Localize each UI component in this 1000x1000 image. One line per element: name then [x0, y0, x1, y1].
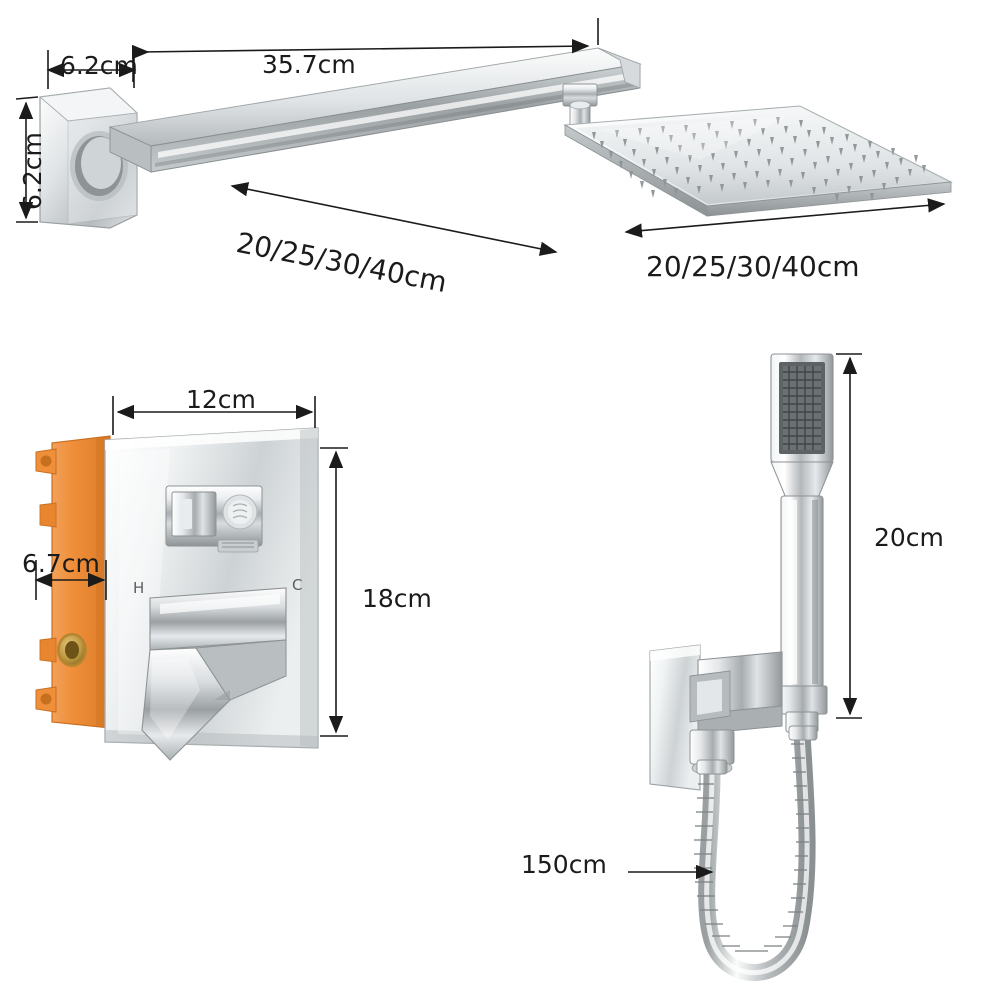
top-dimension-lines: [15, 18, 946, 256]
wand-nozzle-grid: [783, 366, 821, 450]
shower-arm: [108, 47, 642, 173]
hand-shower-dimension-lines: [628, 353, 862, 880]
label-plate-height: 6.2cm: [18, 132, 47, 210]
square-rain-shower-head: [563, 105, 953, 217]
shower-head-assembly: [38, 47, 953, 229]
hand-shower-assembly: [649, 353, 834, 982]
label-valve-width: 12cm: [186, 385, 256, 414]
hot-mark-text: H: [133, 579, 144, 597]
label-hose-length: 150cm: [521, 850, 607, 879]
flexible-metal-hose: [694, 725, 818, 982]
valve-dimension-lines: [34, 396, 348, 737]
label-wand-length: 20cm: [874, 523, 944, 552]
label-valve-depth: 6.7cm: [22, 549, 100, 578]
hand-shower-wand: [770, 353, 834, 733]
label-arm-length: 35.7cm: [262, 50, 356, 79]
rough-in-valve-body: [35, 435, 111, 729]
shower-arm-swivel: [562, 83, 598, 129]
label-head-size-right: 20/25/30/40cm: [646, 250, 860, 283]
diverter-knob: [165, 485, 263, 553]
hand-shower-wall-holder: [649, 644, 783, 791]
mixer-lever-handle: [141, 587, 287, 761]
cold-mark-text: C: [292, 576, 302, 594]
label-arm-offset: 6.2cm: [60, 51, 138, 80]
label-valve-height: 18cm: [362, 584, 432, 613]
concealed-valve-assembly: H C: [35, 427, 319, 761]
nozzle-grid: [592, 117, 926, 202]
